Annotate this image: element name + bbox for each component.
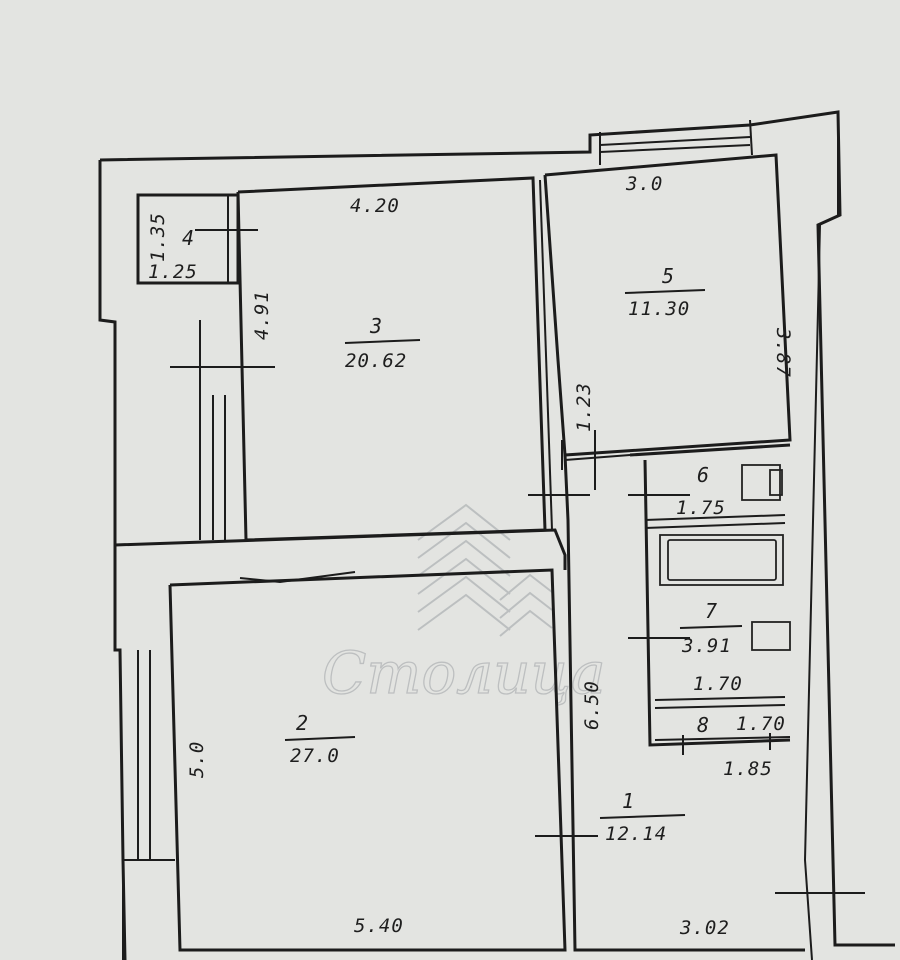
room-7-number: 7 bbox=[705, 599, 718, 623]
room-8-number: 8 bbox=[697, 713, 710, 737]
room-3-number: 3 bbox=[369, 314, 383, 338]
dim-room5-width: 3.0 bbox=[625, 173, 663, 195]
toilet-icon bbox=[741, 464, 781, 501]
room-5-outline bbox=[539, 153, 792, 531]
room-5-area: 11.30 bbox=[628, 298, 690, 320]
room-5-number: 5 bbox=[662, 264, 675, 288]
dim-hall-upper: 1.23 bbox=[573, 382, 595, 432]
outer-walls bbox=[98, 110, 895, 960]
dim-room2-height: 5.0 bbox=[186, 741, 208, 778]
room-7-area: 3.91 bbox=[681, 635, 732, 657]
room-3-area: 20.62 bbox=[345, 350, 407, 372]
room-labels: 4 1.25 3 20.62 5 11.30 6 1.75 7 3.91 8 1… bbox=[148, 226, 786, 845]
room-4-number: 4 bbox=[182, 226, 195, 250]
dim-bath-width: 1.70 bbox=[693, 673, 743, 695]
room-2-number: 2 bbox=[296, 711, 309, 735]
room-2-area: 27.0 bbox=[290, 745, 340, 767]
dim-room3-width: 4.20 bbox=[350, 195, 400, 217]
room-1-outline bbox=[528, 430, 865, 952]
room-6-number: 6 bbox=[697, 463, 710, 487]
dim-room3-height: 4.91 bbox=[251, 290, 273, 340]
dim-room4-height: 1.35 bbox=[147, 212, 169, 262]
sink-icon bbox=[751, 621, 791, 651]
dim-hall-length: 6.50 bbox=[581, 680, 603, 730]
room-6-area: 1.75 bbox=[676, 497, 726, 519]
room-8-area: 1.70 bbox=[736, 713, 786, 735]
room-1-number: 1 bbox=[622, 789, 635, 813]
dimension-labels: 4.20 4.91 1.35 3.0 3.87 1.23 6.50 5.40 5… bbox=[147, 173, 794, 939]
watermark-text: Столица bbox=[322, 639, 606, 707]
dim-room8-depth: 1.85 bbox=[723, 758, 773, 780]
dim-room1-width: 3.02 bbox=[679, 917, 730, 939]
watermark-logo: Столица bbox=[321, 503, 606, 708]
room-2-outline bbox=[114, 528, 567, 960]
dim-room5-height: 3.87 bbox=[772, 327, 794, 378]
dim-room2-width: 5.40 bbox=[354, 915, 404, 937]
bathroom-block bbox=[628, 443, 791, 755]
upper-window bbox=[599, 119, 753, 165]
room-4-area: 1.25 bbox=[148, 261, 198, 283]
room-1-area: 12.14 bbox=[605, 823, 667, 845]
bathtub-icon bbox=[659, 534, 784, 586]
